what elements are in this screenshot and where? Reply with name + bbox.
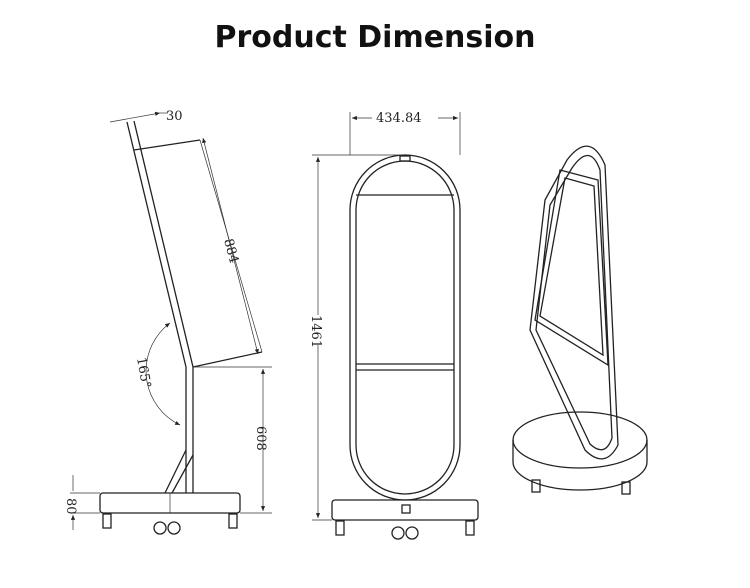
- side-view: 30 884 165° 608 80: [63, 109, 272, 535]
- panel-height-label: 884: [220, 237, 241, 265]
- perspective-view: [512, 145, 648, 495]
- base-height-label: 80: [63, 498, 78, 515]
- stand-height-label: 608: [253, 426, 268, 451]
- angle-label: 165°: [133, 356, 153, 389]
- front-view: 434.84 1461: [308, 110, 479, 540]
- width-label: 434.84: [376, 111, 422, 126]
- thickness-label: 30: [166, 109, 183, 124]
- total-height-label: 1461: [308, 315, 323, 348]
- page-title: Product Dimension: [214, 20, 536, 55]
